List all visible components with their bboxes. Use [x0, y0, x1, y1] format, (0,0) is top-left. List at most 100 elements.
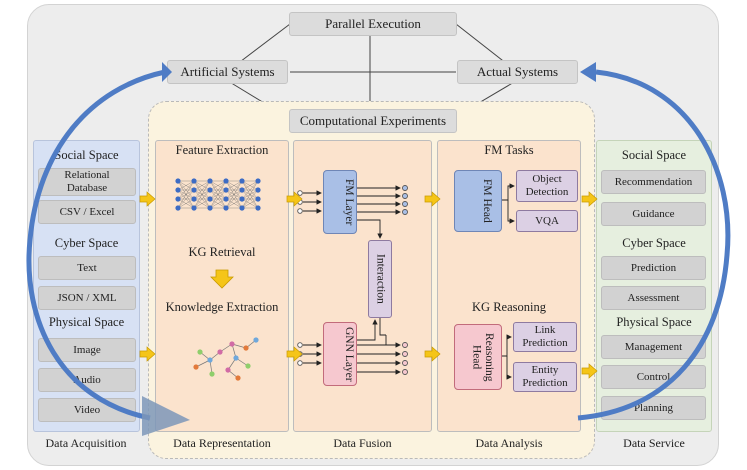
interaction-label: Interaction [374, 254, 387, 304]
image-label: Image [73, 343, 101, 356]
computational-experiments-label: Computational Experiments [299, 113, 447, 128]
svc-cyber-space-heading: Cyber Space [622, 236, 686, 250]
cycle-arrow-head-bottom [142, 396, 190, 436]
nn-node [191, 178, 197, 184]
link-prediction-label: Link Prediction [522, 324, 568, 349]
object-detection-label: Object Detection [525, 173, 569, 198]
guidance-item: Guidance [601, 202, 706, 226]
nn-edge [225, 180, 243, 191]
entity-prediction-label: Entity Prediction [522, 364, 568, 389]
knowledge-extraction-heading: Knowledge Extraction [165, 300, 279, 314]
artificial-systems-label: Artificial Systems [180, 64, 275, 79]
computational-experiments-box: Computational Experiments [289, 109, 457, 133]
text-label: Text [77, 261, 97, 274]
vqa-box: VQA [516, 210, 578, 232]
data-fusion-label: Data Fusion [333, 436, 392, 450]
nn-node [207, 205, 213, 211]
csv-excel-label: CSV / Excel [59, 205, 115, 218]
kg-retrieval-arrow-icon [210, 269, 234, 289]
nn-node [175, 187, 181, 193]
actual-systems-box: Actual Systems [457, 60, 578, 84]
nn-edge [225, 198, 243, 209]
acq-cyber-space-heading: Cyber Space [54, 236, 119, 250]
actual-systems-label: Actual Systems [476, 64, 559, 79]
flow-arrow-icon [424, 191, 441, 207]
flow-arrow-icon [286, 346, 303, 362]
knowledge-graph-icon [193, 337, 259, 381]
fm-layer-box: FM Layer [323, 170, 357, 234]
nn-edge [241, 198, 259, 209]
fm-tasks-heading: FM Tasks [484, 143, 534, 157]
nn-node [191, 196, 197, 202]
object-detection-box: Object Detection [516, 170, 578, 202]
control-item: Control [601, 365, 706, 389]
nn-edge [241, 180, 259, 191]
kg-reasoning-heading: KG Reasoning [472, 300, 546, 314]
nn-node [255, 196, 261, 202]
assessment-item: Assessment [601, 286, 706, 310]
nn-edge [209, 189, 227, 209]
nn-edge [177, 180, 195, 209]
acq-physical-space-heading: Physical Space [48, 315, 125, 329]
video-label: Video [73, 403, 101, 416]
fm-layer-label: FM Layer [343, 178, 355, 226]
nn-edge [241, 180, 259, 200]
gnn-layer-box: GNN Layer [323, 322, 357, 386]
relational-database-label: Relational Database [64, 169, 110, 194]
nn-node [175, 178, 181, 184]
nn-edge [225, 180, 243, 200]
gnn-layer-label: GNN Layer [343, 326, 355, 382]
flow-arrows [139, 191, 598, 379]
nn-node [175, 196, 181, 202]
nn-edge [177, 180, 195, 191]
neural-network-icon [175, 178, 261, 211]
nn-edge [193, 189, 211, 209]
nn-edge [241, 189, 259, 209]
nn-edge [193, 180, 211, 191]
svc-physical-space-heading: Physical Space [616, 315, 692, 329]
flow-arrow-icon [581, 363, 598, 379]
feature-extraction-heading: Feature Extraction [175, 143, 269, 157]
csv-excel-item: CSV / Excel [38, 200, 136, 224]
json-xml-label: JSON / XML [57, 291, 117, 304]
fm-head-box: FM Head [454, 170, 502, 232]
nn-node [191, 187, 197, 193]
nn-edge [209, 198, 227, 209]
nn-node [223, 178, 229, 184]
nn-node [239, 178, 245, 184]
nn-node [223, 205, 229, 211]
svc-social-space-heading: Social Space [621, 148, 687, 162]
nn-edge [193, 180, 211, 209]
nn-edge [209, 180, 227, 209]
data-fusion-panel [293, 140, 432, 432]
artificial-systems-box: Artificial Systems [167, 60, 288, 84]
link-prediction-box: Link Prediction [513, 322, 577, 352]
interaction-box: Interaction [368, 240, 392, 318]
flow-arrow-icon [286, 191, 303, 207]
control-label: Control [636, 370, 671, 383]
data-analysis-label: Data Analysis [475, 436, 543, 450]
recommendation-label: Recommendation [614, 175, 693, 188]
nn-node [255, 178, 261, 184]
reasoning-head-label: Reasoning Head [470, 332, 495, 382]
parallel-execution-box: Parallel Execution [289, 12, 457, 36]
nn-node [191, 205, 197, 211]
flow-arrow-icon [424, 346, 441, 362]
nn-edge [209, 180, 227, 200]
data-representation-label: Data Representation [173, 436, 271, 450]
planning-label: Planning [633, 401, 674, 414]
nn-node [223, 196, 229, 202]
management-item: Management [601, 335, 706, 359]
nn-edge [177, 198, 195, 209]
text-item: Text [38, 256, 136, 280]
nn-node [207, 196, 213, 202]
vqa-label: VQA [535, 214, 559, 227]
nn-edge [177, 180, 195, 200]
nn-edge [209, 180, 227, 191]
parallel-execution-label: Parallel Execution [325, 16, 421, 31]
flow-arrow-icon [139, 191, 156, 207]
entity-prediction-box: Entity Prediction [513, 362, 577, 392]
management-label: Management [624, 340, 683, 353]
json-xml-item: JSON / XML [38, 286, 136, 310]
